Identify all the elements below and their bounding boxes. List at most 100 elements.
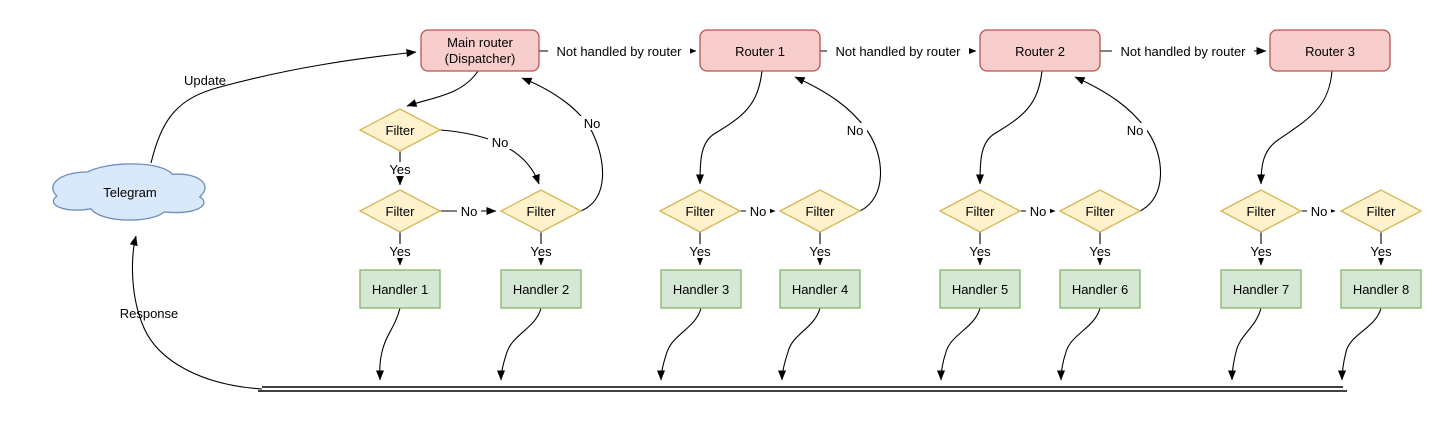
telegram-cloud-label: Telegram: [103, 185, 156, 200]
handler-4-node: [779, 269, 861, 309]
handler-3-node: [660, 269, 742, 309]
label-bg: [1087, 244, 1113, 258]
label-bg: [843, 123, 867, 137]
label-bg: [746, 204, 770, 218]
no-label: No: [847, 123, 864, 138]
handler-7-label: Handler 7: [1233, 282, 1289, 297]
no-label: No: [492, 135, 509, 150]
edge-router2-to-filter: [976, 70, 1043, 185]
no-label: No: [750, 204, 767, 219]
filter-diamond-dispatcher-top: [358, 108, 442, 152]
yes-label: Yes: [530, 244, 552, 259]
label-bg: [1112, 43, 1254, 59]
edge-handler6-to-bus: [1057, 307, 1101, 381]
yes-label: Yes: [1370, 244, 1392, 259]
router-3-label: Router 3: [1305, 44, 1355, 59]
filter-diamond-r2-b: [1058, 189, 1142, 233]
label-bg: [528, 244, 554, 258]
filter-diamond-dispatcher-a: [358, 189, 442, 233]
not-handled-label-3: Not handled by router: [1120, 44, 1246, 59]
dispatcher-node: [420, 29, 540, 72]
response-edge-label: Response: [120, 306, 179, 321]
edge-response-arrow: [129, 235, 263, 390]
dispatcher-label-line2: (Dispatcher): [445, 51, 516, 66]
filter-label: Filter: [686, 204, 716, 219]
router-1-node: [699, 29, 821, 72]
router-2-node: [979, 29, 1101, 72]
router-3-node: [1269, 29, 1391, 72]
label-bg: [807, 244, 833, 258]
label-bg: [387, 162, 413, 176]
handler-3-label: Handler 3: [673, 282, 729, 297]
edge-handler2-to-bus: [497, 307, 542, 381]
not-handled-label-1: Not handled by router: [556, 44, 682, 59]
handler-1-label: Handler 1: [372, 282, 428, 297]
yes-label: Yes: [809, 244, 831, 259]
router-2-label: Router 2: [1015, 44, 1065, 59]
handler-5-label: Handler 5: [952, 282, 1008, 297]
filter-label: Filter: [1086, 204, 1116, 219]
no-label: No: [1311, 204, 1328, 219]
not-handled-label-2: Not handled by router: [835, 44, 961, 59]
edge-handler5-to-bus: [937, 307, 981, 381]
edge-dispatcher-to-filter: [406, 70, 479, 107]
label-bg: [967, 244, 993, 258]
yes-label: Yes: [969, 244, 991, 259]
handler-6-label: Handler 6: [1072, 282, 1128, 297]
edge-router1-to-filter: [696, 70, 763, 185]
yes-label: Yes: [389, 162, 411, 177]
yes-label: Yes: [389, 244, 411, 259]
label-bg: [457, 204, 481, 218]
edge-router3-to-filter: [1257, 70, 1333, 185]
handler-8-label: Handler 8: [1353, 282, 1409, 297]
filter-label: Filter: [527, 204, 557, 219]
filter-diamond-r1-a: [658, 189, 742, 233]
edge-filter3-no-return: [521, 77, 604, 212]
yes-label: Yes: [1089, 244, 1111, 259]
filter-label: Filter: [386, 123, 416, 138]
filter-label: Filter: [1247, 204, 1277, 219]
filter-label: Filter: [1367, 204, 1397, 219]
label-bg: [1026, 204, 1050, 218]
filter-diamond-r3-b: [1339, 189, 1423, 233]
handler-7-node: [1220, 269, 1302, 309]
filter-label: Filter: [386, 204, 416, 219]
edge-handler3-to-bus: [657, 307, 702, 381]
yes-label: Yes: [1250, 244, 1272, 259]
edge-handler4-to-bus: [778, 307, 821, 381]
filter-diamond-r2-a: [938, 189, 1022, 233]
node-group: Telegram Main router (Dispatcher) Router…: [52, 29, 1423, 309]
label-bg: [1123, 123, 1147, 137]
handler-8-node: [1340, 269, 1422, 309]
edge-label-group: Update Response Not handled by router No…: [120, 43, 1394, 321]
no-label: No: [1127, 123, 1144, 138]
no-label: No: [1030, 204, 1047, 219]
telegram-cloud: [52, 163, 206, 221]
label-bg: [1248, 244, 1274, 258]
yes-label: Yes: [689, 244, 711, 259]
label-bg: [548, 43, 690, 59]
no-label: No: [461, 204, 478, 219]
handler-4-label: Handler 4: [792, 282, 848, 297]
handler-2-node: [500, 269, 582, 309]
filter-diamond-dispatcher-b: [499, 189, 583, 233]
label-bg: [1307, 204, 1331, 218]
filter-label: Filter: [806, 204, 836, 219]
label-bg: [827, 43, 969, 59]
filter-diamond-r3-a: [1219, 189, 1303, 233]
label-bg: [687, 244, 713, 258]
handler-1-node: [359, 269, 441, 309]
label-bg: [1368, 244, 1394, 258]
label-bg: [387, 244, 413, 258]
handler-6-node: [1059, 269, 1141, 309]
handler-2-label: Handler 2: [513, 282, 569, 297]
label-bg: [488, 135, 512, 149]
router-1-label: Router 1: [735, 44, 785, 59]
no-label: No: [584, 116, 601, 131]
edge-handler1-to-bus: [375, 307, 401, 381]
edge-handler7-to-bus: [1228, 307, 1262, 381]
filter-diamond-r1-b: [778, 189, 862, 233]
filter-label: Filter: [966, 204, 996, 219]
